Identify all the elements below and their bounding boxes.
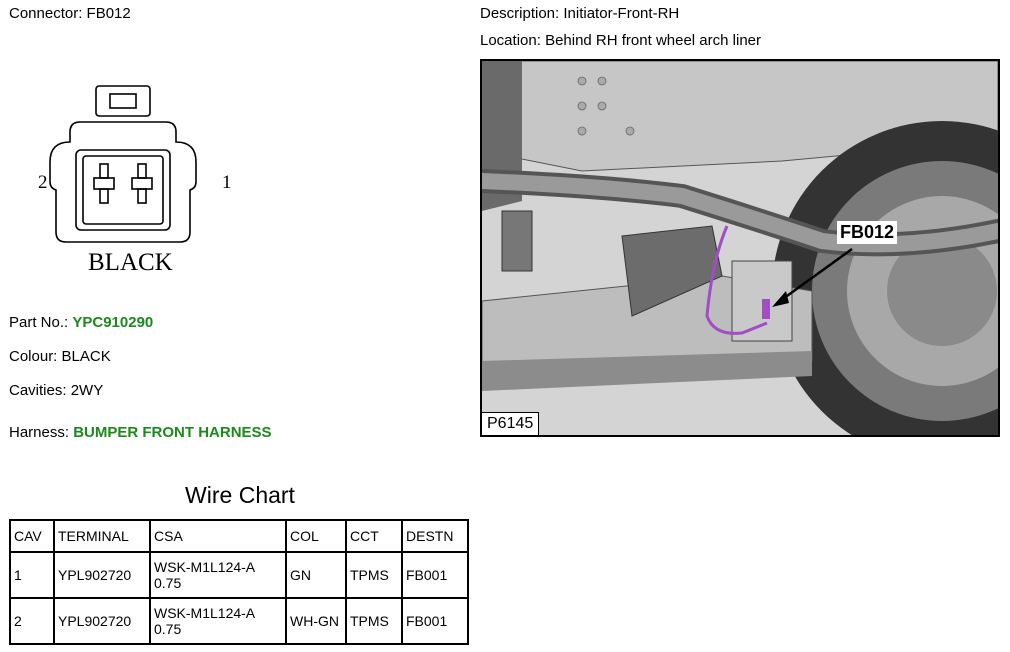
location-value: Behind RH front wheel arch liner (545, 32, 762, 49)
cell-cct: TPMS (345, 597, 403, 645)
cell-col: WH-GN (285, 597, 347, 645)
cell-terminal: YPL902720 (53, 551, 151, 599)
part-no-line: Part No.: YPC910290 (9, 314, 153, 331)
cell-col: GN (285, 551, 347, 599)
location-line: Location: Behind RH front wheel arch lin… (480, 32, 761, 49)
header-cct: CCT (345, 519, 403, 553)
part-no-value[interactable]: YPC910290 (72, 314, 154, 331)
harness-line: Harness: BUMPER FRONT HARNESS (9, 424, 272, 441)
header-terminal: TERMINAL (53, 519, 151, 553)
table-header-row: CAV TERMINAL CSA COL CCT DESTN (9, 519, 469, 553)
cavities-label: Cavities: (9, 382, 67, 399)
wire-chart-title: Wire Chart (185, 482, 295, 508)
diagram-colour-text: BLACK (88, 249, 173, 276)
colour-label: Colour: (9, 348, 58, 365)
cell-destn: FB001 (401, 597, 469, 645)
connector-label: Connector: (9, 5, 83, 22)
header-destn: DESTN (401, 519, 469, 553)
location-illustration: FB012 P6145 (480, 59, 1000, 437)
cell-csa: WSK-M1L124-A 0.75 (149, 597, 287, 645)
wire-chart-table: CAV TERMINAL CSA COL CCT DESTN 1 YPL9027… (9, 519, 469, 645)
connector-face-diagram: 2 1 BLACK (38, 85, 232, 276)
pin-label-right: 1 (222, 172, 232, 193)
connector-line: Connector: FB012 (9, 5, 131, 22)
description-line: Description: Initiator-Front-RH (480, 5, 679, 22)
cell-terminal: YPL902720 (53, 597, 151, 645)
pin-label-left: 2 (38, 172, 48, 193)
header-cav: CAV (9, 519, 55, 553)
header-col: COL (285, 519, 347, 553)
harness-value[interactable]: BUMPER FRONT HARNESS (73, 424, 272, 441)
callout-label: FB012 (837, 221, 898, 244)
colour-value: BLACK (61, 348, 111, 365)
harness-label: Harness: (9, 424, 70, 441)
cell-destn: FB001 (401, 551, 469, 599)
cell-cav: 2 (9, 597, 55, 645)
table-row: 1 YPL902720 WSK-M1L124-A 0.75 GN TPMS FB… (9, 551, 469, 599)
cavities-line: Cavities: 2WY (9, 382, 103, 399)
location-label: Location: (480, 32, 541, 49)
part-no-label: Part No.: (9, 314, 69, 331)
photo-reference: P6145 (482, 412, 540, 435)
cell-csa: WSK-M1L124-A 0.75 (149, 551, 287, 599)
vehicle-illustration (482, 61, 998, 435)
description-value: Initiator-Front-RH (563, 5, 680, 22)
description-label: Description: (480, 5, 560, 22)
cell-cav: 1 (9, 551, 55, 599)
connector-value: FB012 (86, 5, 131, 22)
cavities-value: 2WY (70, 382, 104, 399)
colour-line: Colour: BLACK (9, 348, 111, 365)
cell-cct: TPMS (345, 551, 403, 599)
table-row: 2 YPL902720 WSK-M1L124-A 0.75 WH-GN TPMS… (9, 597, 469, 645)
header-csa: CSA (149, 519, 287, 553)
